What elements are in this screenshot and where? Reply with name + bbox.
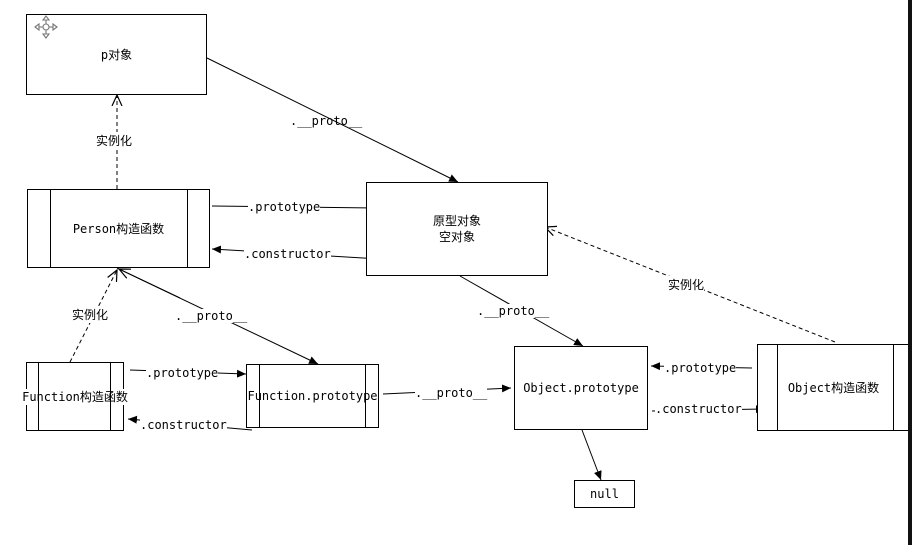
object-prototype-label: Object.prototype (523, 381, 639, 395)
edge-label-function-instance: 实例化 (72, 306, 109, 323)
person-constructor-label: Person构造函数 (72, 221, 165, 236)
edge-p-proto (206, 57, 459, 183)
edge-label-object-constructor: .constructor (655, 402, 742, 416)
function-constructor-box: Function构造函数 (22, 362, 128, 431)
edge-label-p-proto: .__proto__ (290, 114, 363, 128)
move-icon[interactable] (33, 14, 59, 40)
edge-label-person-instance: 实例化 (96, 132, 133, 149)
edge-label-person-fnproto: .__proto__ (175, 309, 248, 323)
object-prototype-box: Object.prototype (514, 346, 648, 430)
null-label: null (590, 487, 619, 501)
edge-label-function-constructor: .constructor (140, 418, 227, 432)
edge-label-object-prototype: .prototype (664, 361, 737, 375)
edge-label-person-constructor: .constructor (244, 247, 331, 261)
edge-label-protoobj-proto: .__proto__ (477, 304, 550, 318)
window-edge (908, 0, 912, 545)
prototype-object-label-1: 原型对象 (432, 214, 481, 228)
edge-label-object-instance: 实例化 (668, 276, 705, 293)
prototype-object-label-2: 空对象 (438, 230, 475, 244)
function-constructor-label: Function构造函数 (22, 388, 128, 405)
object-constructor-box: Object构造函数 (757, 344, 910, 431)
function-prototype-label: Function.prototype (247, 388, 378, 404)
person-constructor-box: Person构造函数 (27, 189, 210, 268)
edge-label-function-prototype: .prototype (146, 366, 219, 380)
p-object-label: p对象 (100, 47, 133, 62)
edge-label-person-prototype: .prototype (248, 200, 321, 214)
edge-label-fnproto-proto: .__proto__ (415, 386, 488, 400)
function-prototype-box: Function.prototype (246, 364, 379, 428)
edge-null (581, 429, 602, 481)
prototype-object-box: 原型对象 空对象 (366, 182, 548, 276)
object-constructor-label: Object构造函数 (787, 380, 880, 395)
null-box: null (574, 480, 635, 508)
